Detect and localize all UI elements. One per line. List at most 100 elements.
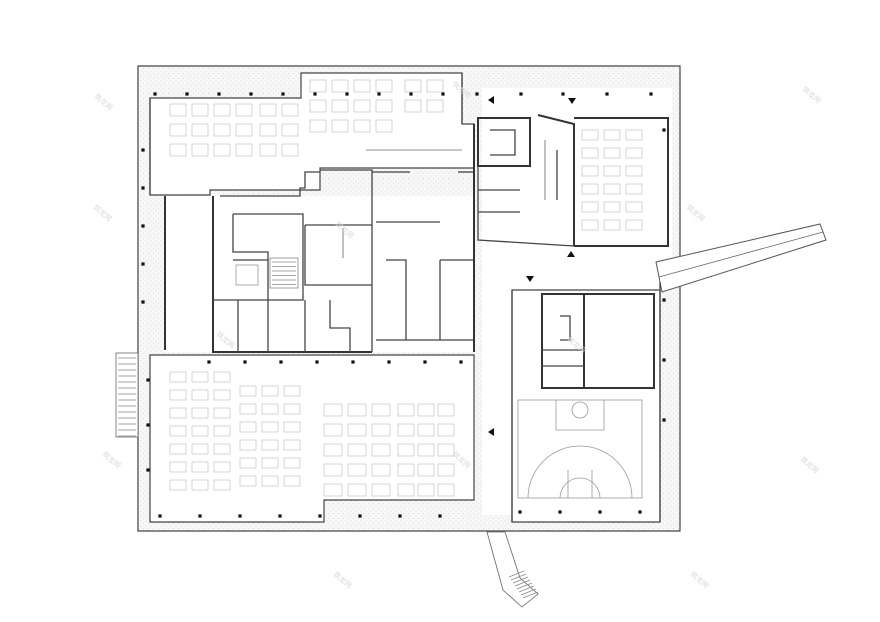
desk [283,421,301,433]
desk [603,147,621,159]
building-envelope [137,65,681,532]
desk [581,165,599,177]
entry-arrow [526,276,534,282]
desk [371,483,391,497]
desk [239,403,257,415]
desk [213,425,231,437]
desk [437,483,455,497]
desk [371,463,391,477]
desk [397,483,415,497]
column-marker [351,360,355,364]
desk [213,479,231,491]
desk [426,79,444,93]
column-marker [146,423,150,427]
desk [437,463,455,477]
desk [417,463,435,477]
column-marker [358,514,362,518]
basketball-court [517,399,643,499]
desk [191,443,209,455]
desk [213,461,231,473]
desk [169,123,187,137]
desk [213,123,231,137]
upper-classroom-walls [149,73,463,195]
desk [235,103,253,117]
desk [283,475,301,487]
desk [581,219,599,231]
desk [417,483,435,497]
desk [191,371,209,383]
desk [261,457,279,469]
desk [239,439,257,451]
column-marker [278,514,282,518]
desk [371,423,391,437]
desk [625,129,643,141]
desk [404,99,422,113]
entry-arrow [488,428,494,436]
desk [323,403,343,417]
structural-columns [141,92,666,518]
column-marker [638,510,642,514]
entry-arrow [567,251,575,257]
column-marker [398,514,402,518]
column-marker [315,360,319,364]
column-marker [279,360,283,364]
desk [347,403,367,417]
desk [259,123,277,137]
desk [283,439,301,451]
desk [625,147,643,159]
desk [213,103,231,117]
desk [283,385,301,397]
column-marker [377,92,381,96]
east-bridge [655,223,827,293]
stair-core [269,257,299,289]
watermark-text: 筑龙网 [93,92,115,112]
column-marker [146,378,150,382]
desk [603,165,621,177]
column-marker [561,92,565,96]
desk [625,201,643,213]
watermark-text: 筑龙网 [685,203,707,223]
desk [261,385,279,397]
desk [239,421,257,433]
desk [309,119,327,133]
column-marker [217,92,221,96]
desk [169,479,187,491]
column-marker [313,92,317,96]
desk [581,129,599,141]
central-core-walls [164,124,475,353]
column-marker [141,224,145,228]
desk [397,403,415,417]
desk [347,483,367,497]
desk [397,443,415,457]
desk [191,407,209,419]
desk [375,99,393,113]
column-marker [558,510,562,514]
central-core-zone [165,196,474,352]
desk [437,443,455,457]
column-marker [459,360,463,364]
desk [283,403,301,415]
desk [235,123,253,137]
desk [169,425,187,437]
column-marker [243,360,247,364]
column-marker [662,298,666,302]
desk [191,461,209,473]
desk [437,423,455,437]
desk [169,443,187,455]
watermark-text: 筑龙网 [332,570,354,590]
desk [283,457,301,469]
desk [169,143,187,157]
desk [323,443,343,457]
column-marker [598,510,602,514]
column-marker [345,92,349,96]
entry-arrow [568,98,576,104]
column-marker [409,92,413,96]
desk [353,119,371,133]
desk [581,147,599,159]
column-marker [475,92,479,96]
desk [625,219,643,231]
desk [397,463,415,477]
column-marker [441,92,445,96]
column-marker [423,360,427,364]
